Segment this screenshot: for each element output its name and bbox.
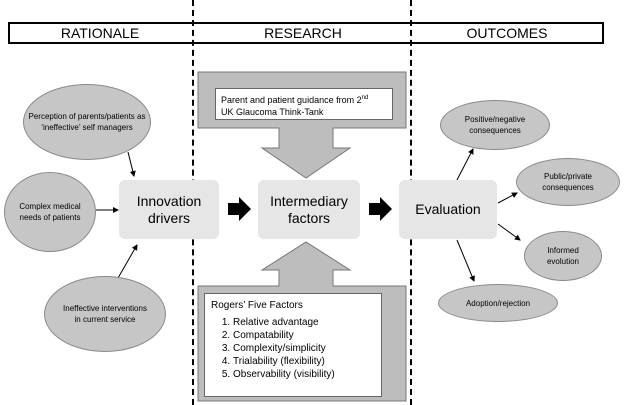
flow-arrow-1 bbox=[228, 197, 251, 221]
rogers-item: Relative advantage bbox=[233, 316, 375, 329]
header-rationale: RATIONALE bbox=[60, 25, 140, 41]
rogers-title: Rogers’ Five Factors bbox=[211, 300, 303, 311]
arrow-positive bbox=[456, 148, 474, 181]
outcome-adoption-label: Adoption/rejection bbox=[465, 298, 531, 308]
innovation-drivers-box: Innovation drivers bbox=[119, 180, 219, 239]
driver-ineffective: Ineffective interventions in current ser… bbox=[44, 276, 166, 352]
guidance-box: Parent and patient guidance from 2nd UK … bbox=[215, 88, 393, 120]
outcome-adoption-rejection: Adoption/rejection bbox=[438, 284, 558, 322]
arrow-adoption bbox=[456, 239, 475, 282]
evaluation-label: Evaluation bbox=[415, 201, 481, 217]
header-research: RESEARCH bbox=[264, 25, 342, 41]
rogers-list: Relative advantage Compatability Complex… bbox=[211, 316, 375, 381]
driver-perception: Perception of parents/patients as ‘ineff… bbox=[23, 84, 151, 160]
arrow-ineffective bbox=[117, 244, 138, 279]
arrow-perception bbox=[127, 151, 136, 177]
guidance-text: Parent and patient guidance from 2 bbox=[221, 95, 362, 105]
innovation-drivers-label: Innovation drivers bbox=[136, 192, 202, 226]
rogers-item: Trialability (flexibility) bbox=[233, 355, 375, 368]
intermediary-factors-label: Intermediary factors bbox=[270, 192, 348, 226]
arrow-public bbox=[497, 192, 518, 204]
driver-perception-label: Perception of parents/patients as ‘ineff… bbox=[28, 112, 146, 132]
rogers-factors-box: Rogers’ Five Factors Relative advantage … bbox=[204, 293, 382, 397]
guidance-text-2: UK Glaucoma Think-Tank bbox=[221, 107, 324, 117]
rogers-item: Compatability bbox=[233, 329, 375, 342]
outcome-positive-label: Positive/negative consequences bbox=[464, 115, 526, 135]
outcome-public-label: Public/private consequences bbox=[542, 172, 594, 192]
outcome-positive-negative: Positive/negative consequences bbox=[440, 100, 550, 150]
driver-complex-label: Complex medical needs of patients bbox=[19, 202, 81, 222]
flow-arrow-2 bbox=[369, 197, 392, 221]
rogers-item: Complexity/simplicity bbox=[233, 342, 375, 355]
rogers-item: Observability (visibility) bbox=[233, 368, 375, 381]
header-outcomes: OUTCOMES bbox=[466, 25, 548, 41]
arrow-informed bbox=[497, 223, 521, 241]
outcome-informed-evolution: Informed evolution bbox=[524, 231, 602, 281]
guidance-sup: nd bbox=[361, 95, 369, 101]
section-header-bar bbox=[8, 22, 604, 44]
driver-complex: Complex medical needs of patients bbox=[4, 172, 96, 252]
driver-ineffective-label: Ineffective interventions in current ser… bbox=[63, 304, 147, 324]
outcome-public-private: Public/private consequences bbox=[516, 158, 620, 206]
intermediary-factors-box: Intermediary factors bbox=[258, 180, 360, 239]
evaluation-box: Evaluation bbox=[399, 180, 497, 239]
outcome-informed-label: Informed evolution bbox=[546, 246, 580, 266]
